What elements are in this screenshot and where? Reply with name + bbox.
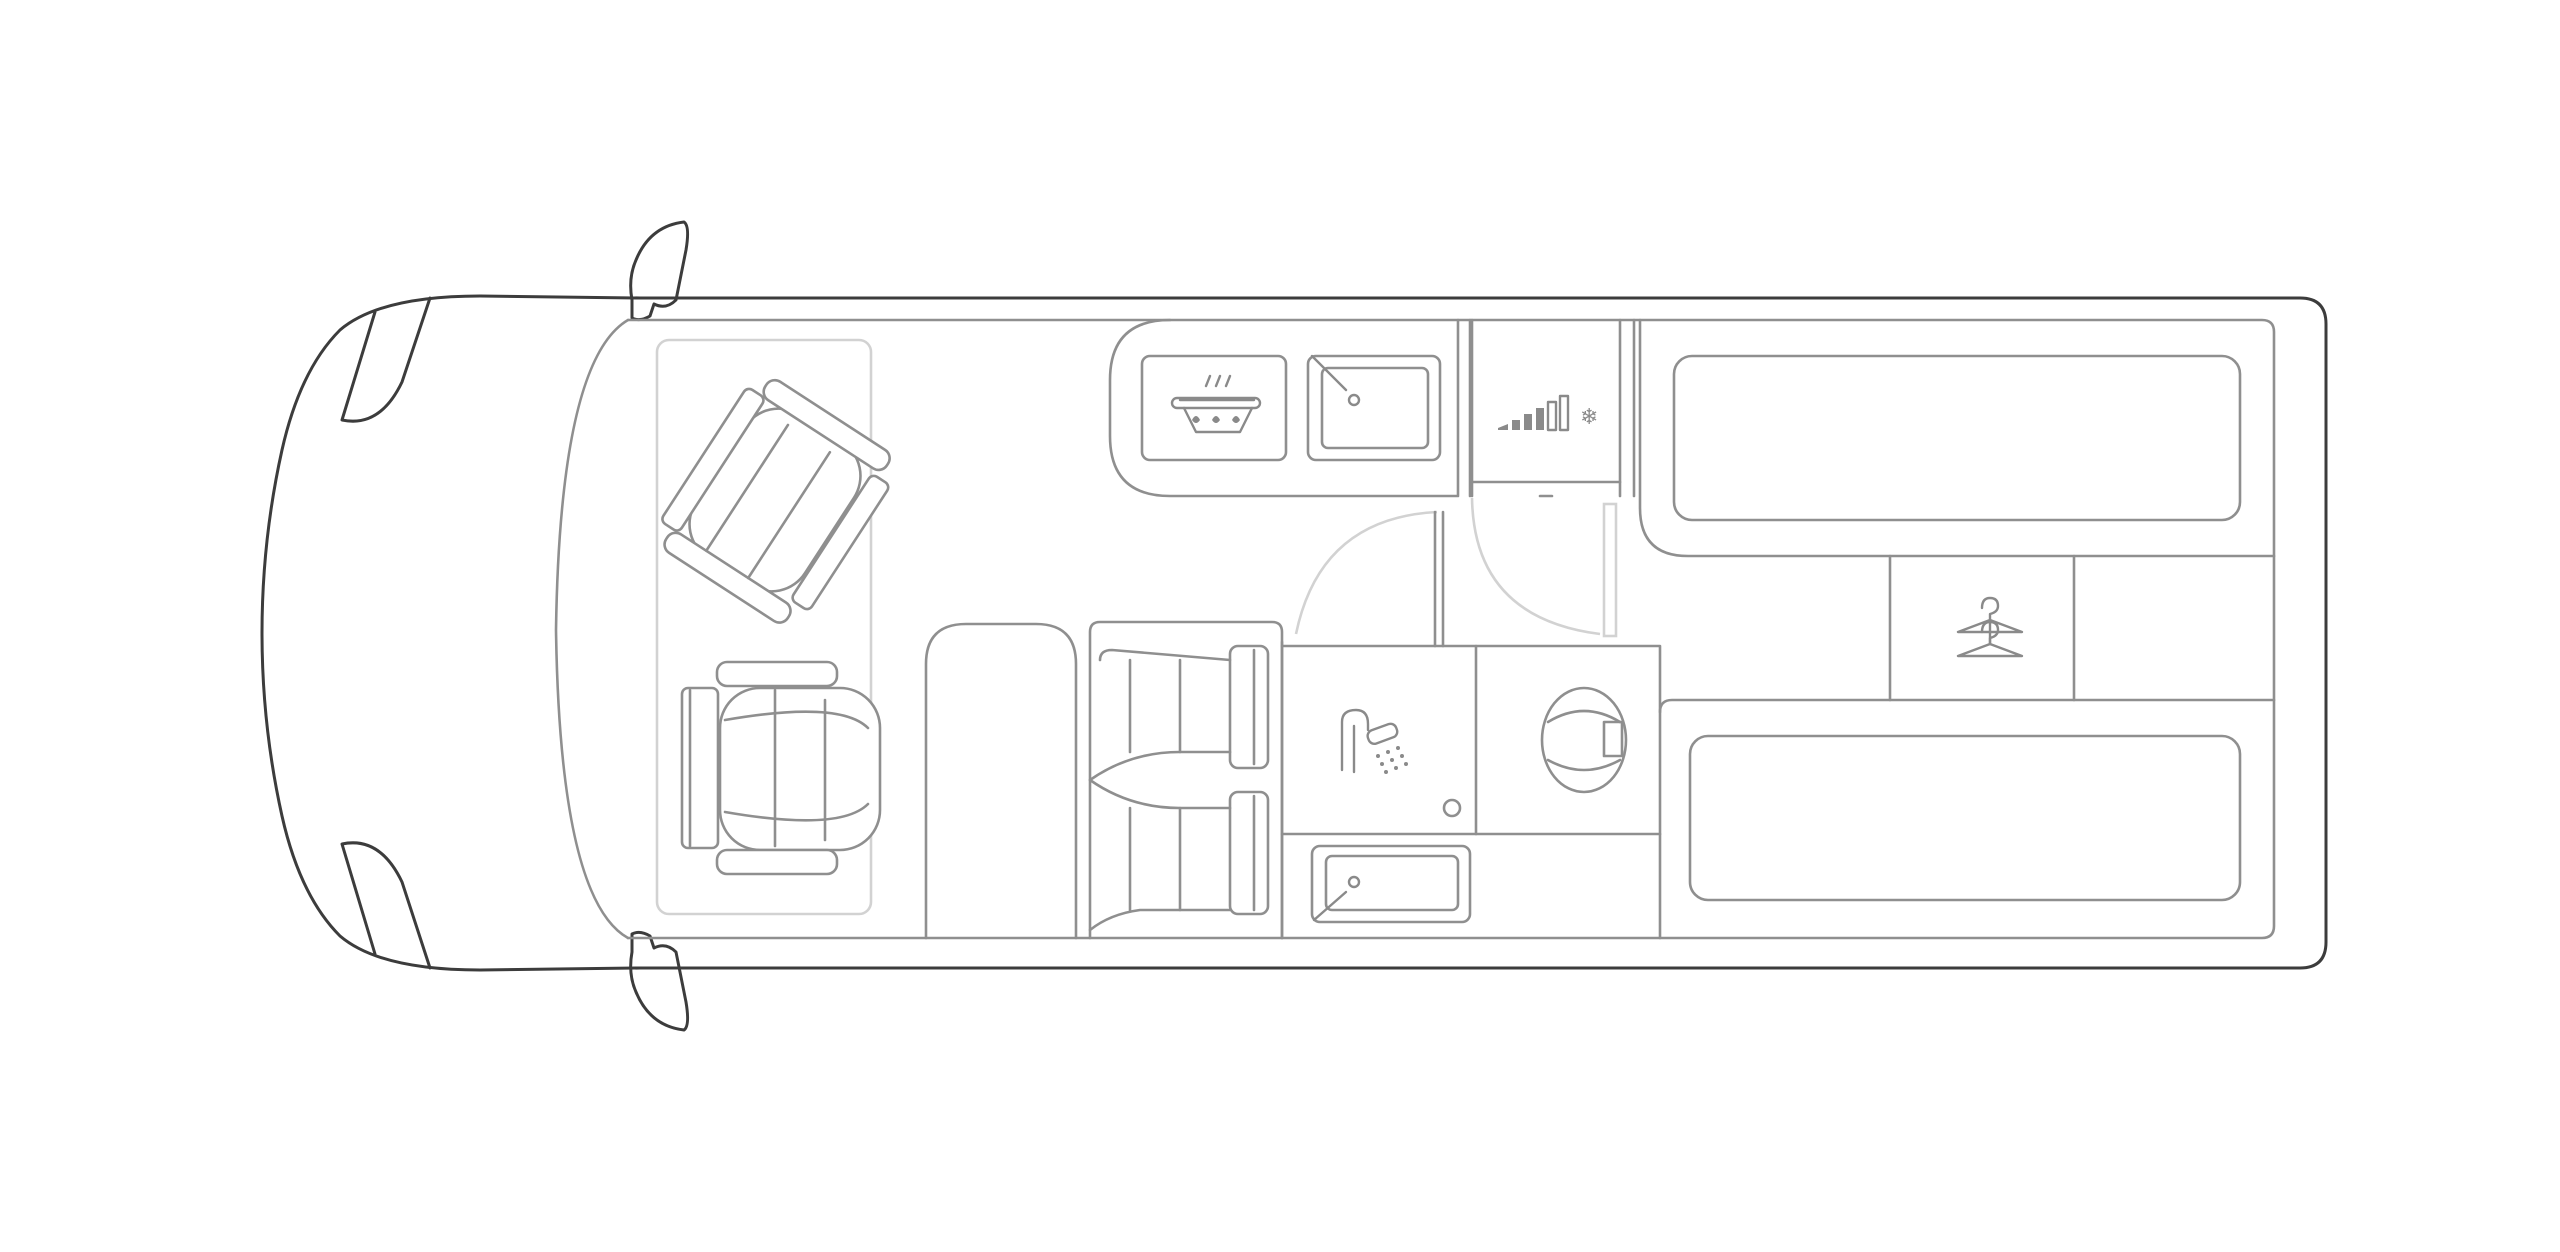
rear-partition — [1638, 318, 2276, 714]
svg-text:❄: ❄ — [1580, 405, 1598, 430]
cab-zone — [655, 338, 873, 916]
seat-icon — [661, 378, 891, 624]
snowflake-icon: ❄ — [1580, 405, 1598, 430]
bed-top — [1672, 354, 2242, 522]
side-cabinet — [924, 622, 1078, 940]
a-pillar-bottom — [340, 841, 432, 970]
fridge-icon — [1498, 394, 1570, 432]
bed-bottom — [1688, 734, 2242, 902]
interior-walls — [554, 318, 2276, 940]
mirror-icon — [629, 220, 690, 322]
door-swing — [1470, 497, 1618, 638]
sink-icon — [1310, 844, 1472, 924]
stove-icon — [1140, 354, 1288, 462]
bathroom — [1280, 644, 1662, 940]
vehicle-body — [260, 294, 2328, 972]
shower-icon — [1340, 708, 1408, 774]
cab-wall — [554, 318, 630, 940]
toilet-icon — [1540, 686, 1628, 794]
door-swing — [1294, 510, 1445, 648]
kitchen-counter — [1108, 318, 1472, 498]
bench-seat — [1088, 620, 1284, 940]
cab-nose — [260, 294, 642, 972]
hanger-icon — [1956, 596, 2024, 658]
fridge-unit — [1470, 318, 1636, 498]
mirror-icon — [629, 930, 690, 1032]
sink-icon — [1306, 354, 1442, 462]
shower-drain — [1442, 798, 1462, 818]
a-pillar-top — [340, 296, 432, 423]
seat-icon — [680, 660, 882, 876]
